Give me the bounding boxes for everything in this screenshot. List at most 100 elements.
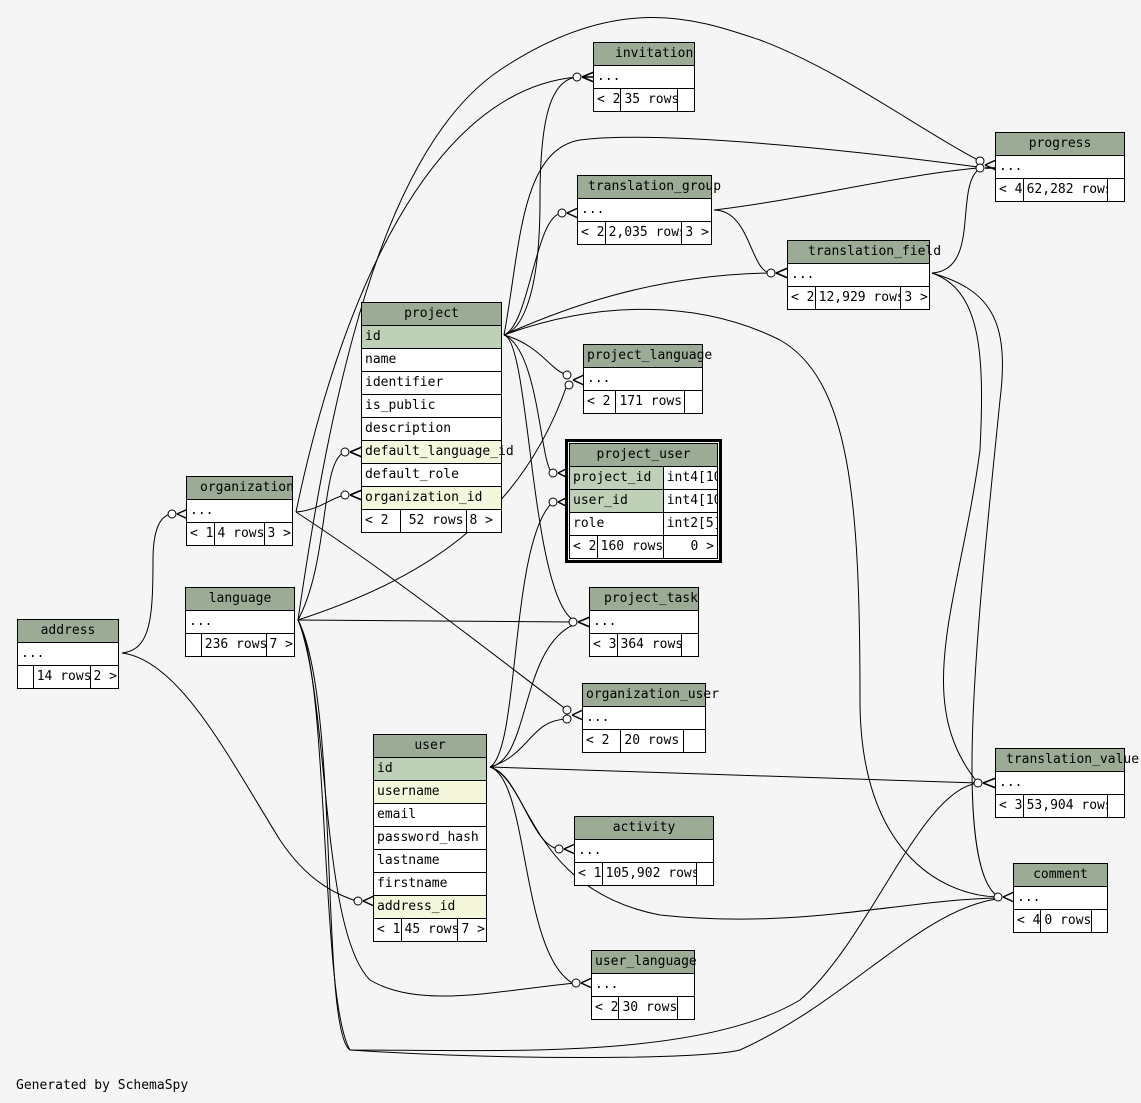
- column-username[interactable]: username: [373, 781, 487, 804]
- children-link[interactable]: [1108, 795, 1124, 817]
- column-role[interactable]: role int2[5]: [569, 513, 718, 536]
- table-header[interactable]: project_user: [569, 443, 718, 467]
- column-identifier[interactable]: identifier: [361, 372, 502, 395]
- column-project-id[interactable]: project_id int4[10]: [569, 467, 718, 490]
- table-header[interactable]: organization: [186, 476, 293, 500]
- edge-project-progress: [503, 136, 979, 336]
- parents-link[interactable]: [18, 666, 34, 688]
- column-row: ...: [582, 707, 706, 730]
- table-header[interactable]: progress: [995, 132, 1125, 156]
- column-id[interactable]: id: [373, 758, 487, 781]
- parents-link[interactable]: < 2: [584, 391, 617, 413]
- children-link[interactable]: 2 >: [93, 669, 118, 684]
- parents-link[interactable]: < 3: [590, 634, 618, 656]
- parents-link[interactable]: < 4: [1014, 910, 1042, 932]
- table-organization-user[interactable]: organization_user ... < 2 20 rows: [582, 683, 719, 753]
- column-description[interactable]: description: [361, 418, 502, 441]
- table-activity[interactable]: activity ... < 1 105,902 rows: [574, 816, 714, 886]
- row-count: 62,282 rows: [1024, 179, 1109, 201]
- table-header[interactable]: activity: [574, 816, 714, 840]
- table-footer: < 4 62,282 rows: [995, 179, 1125, 202]
- table-translation-value[interactable]: translation_value ... < 3 53,904 rows: [995, 748, 1139, 818]
- children-link[interactable]: 0 >: [690, 539, 714, 554]
- table-footer: < 2 2,035 rows 3 >: [577, 222, 712, 245]
- column-default-role[interactable]: default_role: [361, 464, 502, 487]
- table-project-user[interactable]: project_user project_id int4[10] user_id…: [565, 439, 722, 563]
- parents-link[interactable]: < 1: [575, 863, 603, 885]
- children-link[interactable]: 3 >: [685, 225, 709, 240]
- column-row: ...: [995, 156, 1125, 179]
- edge-organization-organization-user: [295, 511, 568, 711]
- edge-organization-project: [295, 494, 346, 513]
- children-link[interactable]: 8 >: [469, 513, 493, 528]
- children-link[interactable]: 3 >: [904, 290, 928, 305]
- column-firstname[interactable]: firstname: [373, 873, 487, 896]
- column-email[interactable]: email: [373, 804, 487, 827]
- children-link[interactable]: [1092, 910, 1107, 932]
- table-header[interactable]: translation_group: [577, 175, 721, 199]
- column-password-hash[interactable]: password_hash: [373, 827, 487, 850]
- parents-link[interactable]: < 2: [583, 730, 622, 752]
- table-translation-field[interactable]: translation_field ... < 2 12,929 rows 3 …: [787, 240, 941, 310]
- table-user-language[interactable]: user_language ... < 2 30 rows: [591, 950, 697, 1020]
- table-footer: 14 rows 2 >: [17, 666, 119, 689]
- parents-link[interactable]: < 2: [362, 510, 402, 532]
- edge-language-user-language: [297, 619, 577, 997]
- column-default-language-id[interactable]: default_language_id: [361, 441, 514, 464]
- parents-link[interactable]: < 1: [187, 523, 215, 545]
- table-address[interactable]: address ... 14 rows 2 >: [17, 619, 119, 689]
- column-name[interactable]: name: [361, 349, 502, 372]
- children-link[interactable]: [678, 997, 694, 1019]
- table-project-language[interactable]: project_language ... < 2 171 rows: [583, 344, 712, 414]
- table-header[interactable]: translation_field: [787, 240, 941, 264]
- children-link[interactable]: 3 >: [267, 526, 291, 541]
- table-header[interactable]: invitation: [593, 42, 695, 66]
- children-link[interactable]: [682, 634, 698, 656]
- table-header[interactable]: language: [185, 587, 295, 611]
- table-header[interactable]: project_task: [589, 587, 699, 611]
- table-header[interactable]: user: [373, 734, 487, 758]
- parents-link[interactable]: < 2: [578, 222, 606, 244]
- column-address-id[interactable]: address_id: [373, 896, 487, 919]
- table-header[interactable]: user_language: [591, 950, 697, 974]
- table-footer: < 4 0 rows: [1013, 910, 1108, 933]
- table-header[interactable]: address: [17, 619, 119, 643]
- table-progress[interactable]: progress ... < 4 62,282 rows: [995, 132, 1125, 202]
- table-header[interactable]: comment: [1013, 863, 1108, 887]
- table-project-task[interactable]: project_task ... < 3 364 rows: [589, 587, 699, 657]
- column-organization-id[interactable]: organization_id: [361, 487, 502, 510]
- parents-link[interactable]: < 2: [594, 89, 622, 111]
- table-project[interactable]: project id name identifier is_public des…: [361, 302, 514, 533]
- table-translation-group[interactable]: translation_group ... < 2 2,035 rows 3 >: [577, 175, 721, 245]
- children-link[interactable]: [684, 730, 705, 752]
- parents-link[interactable]: < 2: [570, 536, 598, 558]
- parents-link[interactable]: [186, 634, 202, 656]
- table-user[interactable]: user id username email password_hash las…: [373, 734, 487, 942]
- children-link[interactable]: [678, 89, 694, 111]
- children-link[interactable]: 7 >: [269, 637, 293, 652]
- parents-link[interactable]: < 1: [374, 919, 402, 941]
- parents-link[interactable]: < 2: [788, 287, 816, 309]
- children-link[interactable]: 7 >: [461, 922, 485, 937]
- parents-link[interactable]: < 3: [996, 795, 1024, 817]
- table-header[interactable]: project_language: [583, 344, 712, 368]
- children-link[interactable]: [1108, 179, 1124, 201]
- column-lastname[interactable]: lastname: [373, 850, 487, 873]
- table-invitation[interactable]: invitation ... < 2 35 rows: [593, 42, 695, 112]
- column-id[interactable]: id: [361, 326, 502, 349]
- table-header[interactable]: project: [361, 302, 502, 326]
- children-link[interactable]: [697, 863, 713, 885]
- column-user-id[interactable]: user_id int4[10]: [569, 490, 718, 513]
- table-header[interactable]: organization_user: [582, 683, 719, 707]
- table-comment[interactable]: comment ... < 4 0 rows: [1013, 863, 1108, 933]
- table-header[interactable]: translation_value: [995, 748, 1139, 772]
- relationship-markers: [167, 71, 1015, 989]
- edge-language-comment: [297, 619, 998, 1058]
- table-organization[interactable]: organization ... < 1 4 rows 3 >: [186, 476, 293, 546]
- table-language[interactable]: language ... 236 rows 7 >: [185, 587, 295, 657]
- parents-link[interactable]: < 4: [996, 179, 1024, 201]
- parents-link[interactable]: < 2: [592, 997, 620, 1019]
- column-is-public[interactable]: is_public: [361, 395, 502, 418]
- children-link[interactable]: [685, 391, 702, 413]
